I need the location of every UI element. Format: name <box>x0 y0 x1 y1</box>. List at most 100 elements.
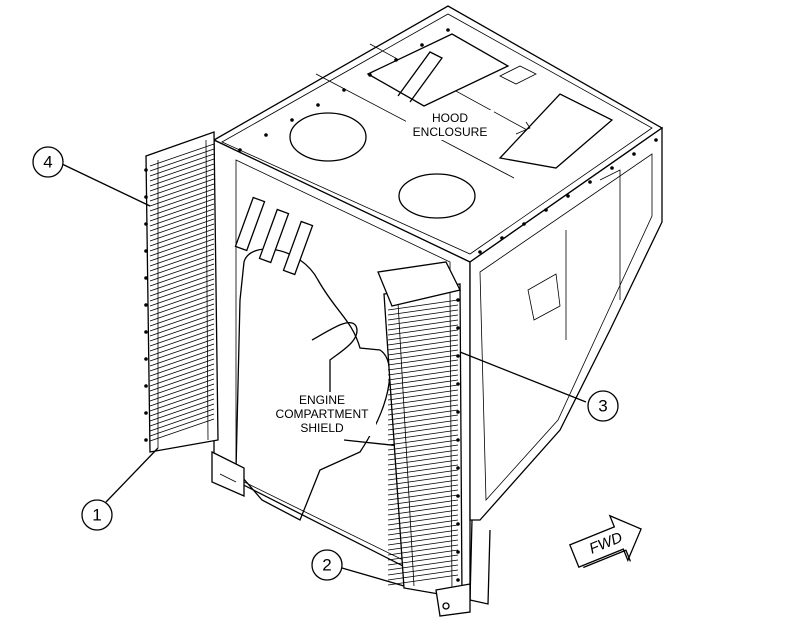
louver-slat <box>387 339 459 351</box>
fastener-dot <box>420 43 424 47</box>
louver-slat <box>387 329 459 341</box>
louver-slat <box>149 398 215 422</box>
louver-slat <box>387 419 459 431</box>
louver-slat <box>149 238 215 262</box>
fastener-dot <box>264 133 268 137</box>
louver-slat <box>387 434 459 446</box>
fastener-dot <box>144 384 148 388</box>
louver-slat <box>387 499 459 511</box>
callout-2: 2 <box>311 549 343 581</box>
louver-slat <box>149 298 215 322</box>
left-grille-panel <box>145 131 219 453</box>
fastener-dot <box>446 28 450 32</box>
louver-slat <box>149 418 215 442</box>
louver-slat <box>149 258 215 282</box>
fastener-dot <box>342 88 346 92</box>
louver-slat <box>387 314 459 326</box>
fastener-dot <box>588 180 592 184</box>
louver-slat <box>149 163 215 187</box>
fastener-dot <box>394 58 398 62</box>
louver-slat <box>149 233 215 257</box>
callout-2-number: 2 <box>322 556 331 575</box>
louver-slat <box>149 158 215 182</box>
louver-slat <box>387 424 459 436</box>
louver-slat <box>387 574 459 586</box>
fastener-dot <box>654 138 658 142</box>
fastener-dot <box>456 326 460 330</box>
louver-slat <box>149 378 215 402</box>
louver-slat <box>387 359 459 371</box>
louver-slat <box>149 318 215 342</box>
fastener-dot <box>610 166 614 170</box>
louver-slat <box>387 464 459 476</box>
louver-slat <box>149 203 215 227</box>
louver-slat <box>149 383 215 407</box>
hood-label-line2: ENCLOSURE <box>413 125 488 139</box>
engine-label-line1: ENGINE <box>299 393 345 407</box>
louver-slat <box>387 469 459 481</box>
louver-slat <box>149 338 215 362</box>
callout-4-number: 4 <box>43 153 52 172</box>
callout-1: 1 <box>81 499 113 531</box>
callout-3: 3 <box>587 390 619 422</box>
leader-lines <box>61 163 587 587</box>
louver-slat <box>387 349 459 361</box>
louver-slat <box>387 494 459 506</box>
louver-slat <box>149 393 215 417</box>
engine-label-line2: COMPARTMENT <box>276 407 370 421</box>
louver-slat <box>149 223 215 247</box>
fastener-dot <box>144 222 148 226</box>
louver-slat <box>387 384 459 396</box>
louver-slat <box>149 408 215 432</box>
louver-slat <box>387 544 459 556</box>
louver-slat <box>149 373 215 397</box>
louver-slat <box>149 308 215 332</box>
louver-slat <box>149 188 215 212</box>
fastener-dot <box>456 494 460 498</box>
louver-slat <box>149 248 215 272</box>
louver-slat <box>149 363 215 387</box>
fastener-dot <box>144 195 148 199</box>
fastener-dot <box>456 466 460 470</box>
fastener-dot <box>456 410 460 414</box>
fastener-dot <box>478 250 482 254</box>
louver-slat <box>387 379 459 391</box>
fastener-dot <box>500 236 504 240</box>
louver-slat <box>387 374 459 386</box>
louver-slat <box>387 489 459 501</box>
louver-slat <box>149 148 215 172</box>
louver-slat <box>387 304 459 316</box>
louver-slat <box>149 283 215 307</box>
louver-slat <box>387 504 459 516</box>
louver-slat <box>387 449 459 461</box>
louver-slat <box>387 299 459 311</box>
fastener-dot <box>368 73 372 77</box>
louver-slat <box>387 474 459 486</box>
louver-slat <box>149 253 215 277</box>
fastener-dot <box>456 354 460 358</box>
louver-slat <box>387 549 459 561</box>
louver-slat <box>149 273 215 297</box>
louver-slat <box>387 404 459 416</box>
fastener-dots <box>144 28 658 582</box>
forward-direction-arrow: FWD <box>568 514 642 569</box>
louver-slat <box>387 439 459 451</box>
fastener-dot <box>544 208 548 212</box>
louver-slat <box>387 399 459 411</box>
callout-4: 4 <box>32 146 64 178</box>
fastener-dot <box>144 276 148 280</box>
louver-slat <box>387 519 459 531</box>
louver-slat <box>387 484 459 496</box>
louver-slat <box>387 309 459 321</box>
engine-label-line3: SHIELD <box>300 421 344 435</box>
louver-slat <box>387 319 459 331</box>
fastener-dot <box>522 222 526 226</box>
louver-slat <box>387 409 459 421</box>
fastener-dot <box>144 411 148 415</box>
louver-slat <box>149 208 215 232</box>
fastener-dot <box>456 382 460 386</box>
louver-slat <box>387 539 459 551</box>
fastener-dot <box>456 522 460 526</box>
fastener-dot <box>144 330 148 334</box>
engine-shield-label: ENGINE COMPARTMENT SHIELD <box>262 392 376 436</box>
